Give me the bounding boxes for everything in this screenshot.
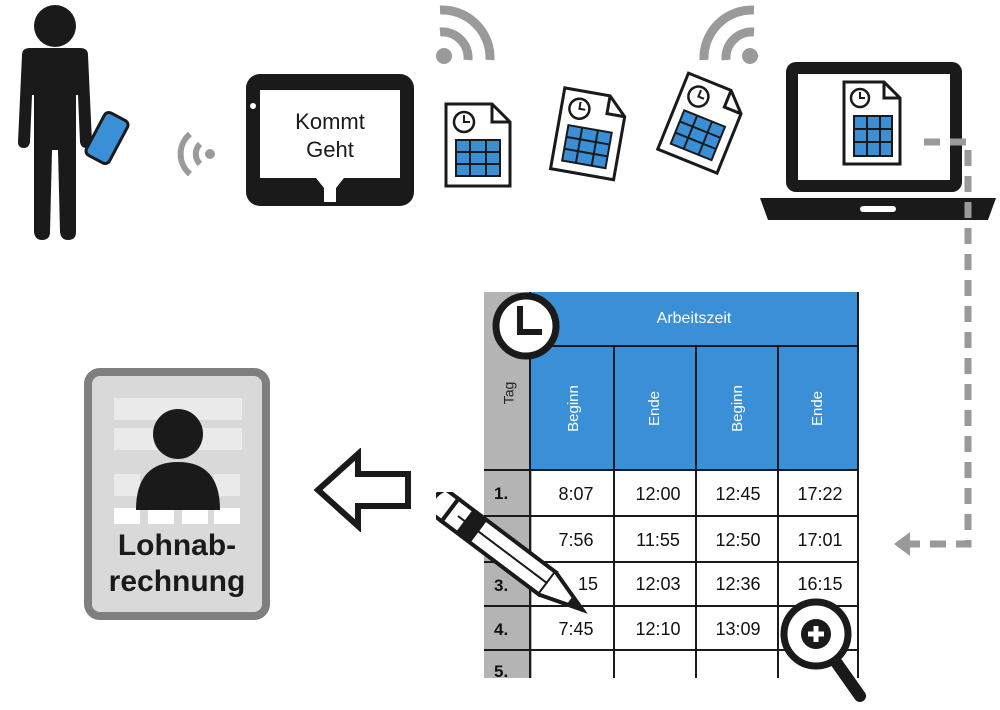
document-icon (655, 71, 743, 176)
laptop-icon (760, 62, 996, 220)
day-number: 3. (494, 576, 509, 595)
table-cell: 17:22 (797, 484, 843, 504)
person-icon (18, 5, 92, 240)
payroll-label: Lohnab- rechnung (88, 528, 266, 600)
timesheet-header: Arbeitszeit (656, 310, 732, 327)
table-cell: 12:03 (635, 574, 681, 594)
terminal-icon (246, 74, 414, 206)
day-number: 4. (494, 620, 509, 639)
column-header: Beginn (696, 346, 778, 470)
wifi-icon (436, 5, 495, 64)
terminal-line-1: Kommt (295, 109, 365, 134)
dashed-arrow-icon (894, 138, 972, 556)
phone-icon (84, 110, 130, 166)
table-cell: 12:36 (715, 574, 761, 594)
day-number: 1. (494, 484, 509, 503)
table-cell: 13:09 (715, 619, 761, 639)
clock-icon (492, 292, 560, 360)
table-cell: 11:55 (636, 530, 680, 550)
document-icon (444, 102, 512, 188)
table-cell: 12:50 (715, 530, 761, 550)
column-label: Beginn (728, 384, 746, 432)
column-header: Ende (778, 346, 858, 470)
table-cell: 8:07 (558, 484, 594, 504)
column-label: Ende (809, 390, 827, 426)
wifi-icon (177, 131, 215, 176)
magnifier-icon (780, 598, 866, 702)
table-cell: 17:01 (797, 530, 843, 550)
table-cell: 7:56 (558, 530, 594, 550)
column-label: Beginn (564, 384, 582, 432)
terminal-line-2: Geht (306, 137, 354, 162)
table-cell: 15 (577, 574, 599, 594)
column-header: Beginn (532, 346, 614, 470)
table-cell: 12:45 (715, 484, 761, 504)
column-label: Ende (646, 390, 664, 426)
day-column-label: Tag (486, 378, 530, 408)
column-header: Ende (614, 346, 696, 470)
terminal-display: Kommt Geht (262, 108, 398, 164)
table-cell: 12:10 (635, 619, 681, 639)
pencil-icon (436, 492, 588, 614)
arrow-left-icon (314, 448, 411, 532)
table-cell: 16:15 (797, 574, 843, 594)
avatar-icon (136, 409, 220, 510)
wifi-icon (699, 5, 758, 64)
table-cell: 12:00 (635, 484, 681, 504)
document-icon (548, 86, 627, 182)
payroll-line-2: rechnung (108, 565, 246, 598)
timesheet-table (482, 292, 862, 710)
day-label-text: Tag (499, 381, 516, 405)
day-number: 5. (494, 662, 509, 681)
payroll-line-1: Lohnab- (117, 529, 237, 562)
table-cell: 7:45 (558, 619, 594, 639)
